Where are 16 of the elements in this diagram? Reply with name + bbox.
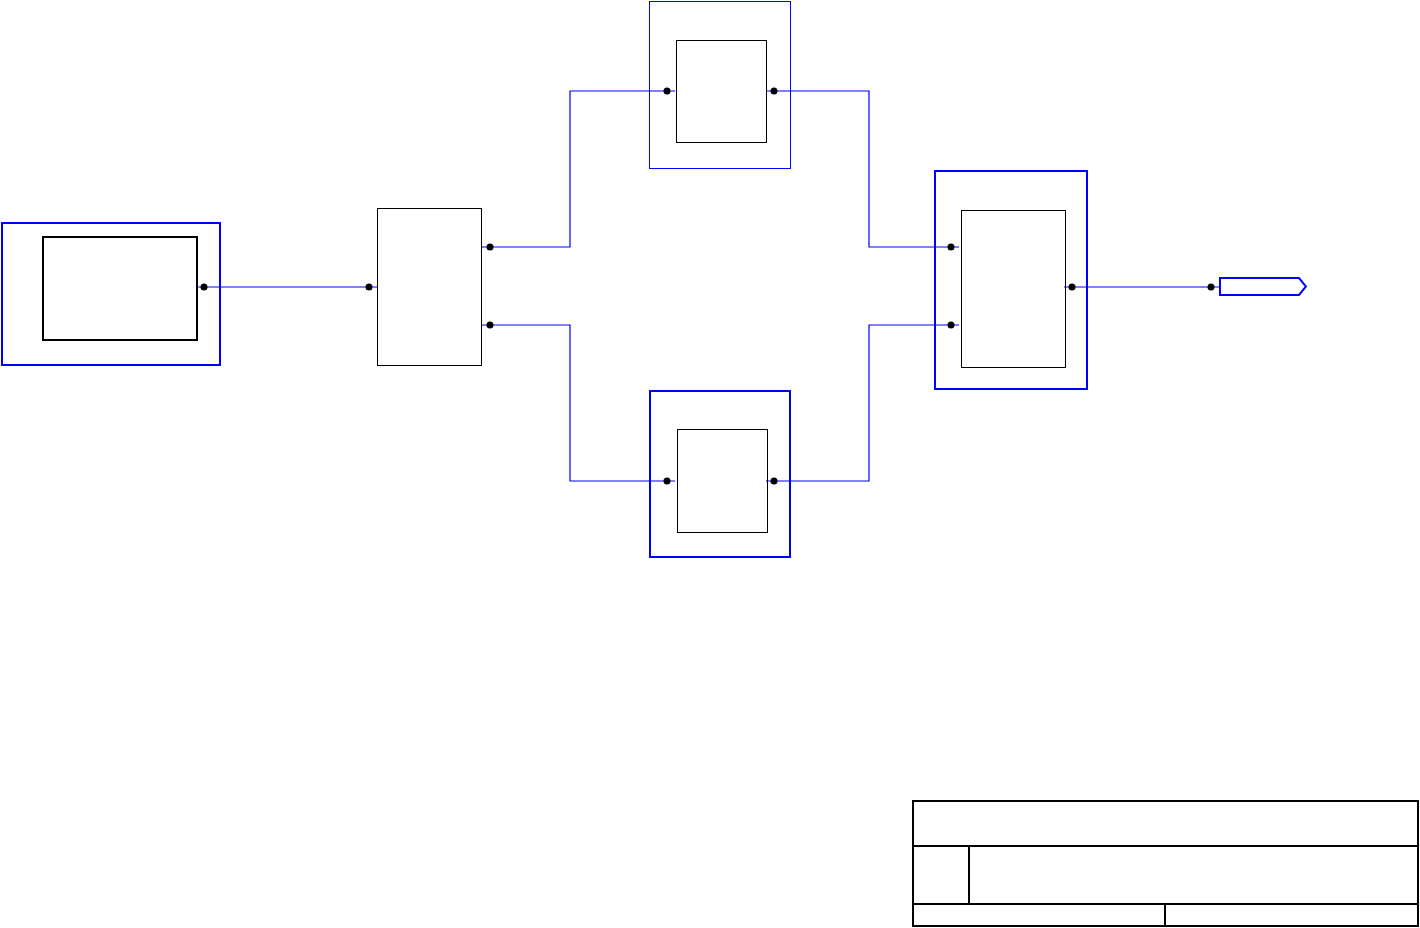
- block-box: [677, 429, 768, 533]
- module-frame: [649, 390, 791, 558]
- wire: [765, 321, 960, 485]
- block-box: [676, 40, 767, 143]
- wire: [1063, 283, 1220, 291]
- wire: [481, 87, 676, 251]
- block-box: [42, 236, 198, 341]
- block-box: [377, 208, 482, 366]
- wire: [765, 87, 960, 251]
- module-frame: [934, 170, 1088, 390]
- module-frame: [1, 222, 221, 366]
- module-frame: [649, 1, 791, 169]
- wire: [195, 283, 378, 291]
- wire: [481, 321, 676, 485]
- port-connector: [1219, 277, 1307, 296]
- block-box: [961, 210, 1066, 368]
